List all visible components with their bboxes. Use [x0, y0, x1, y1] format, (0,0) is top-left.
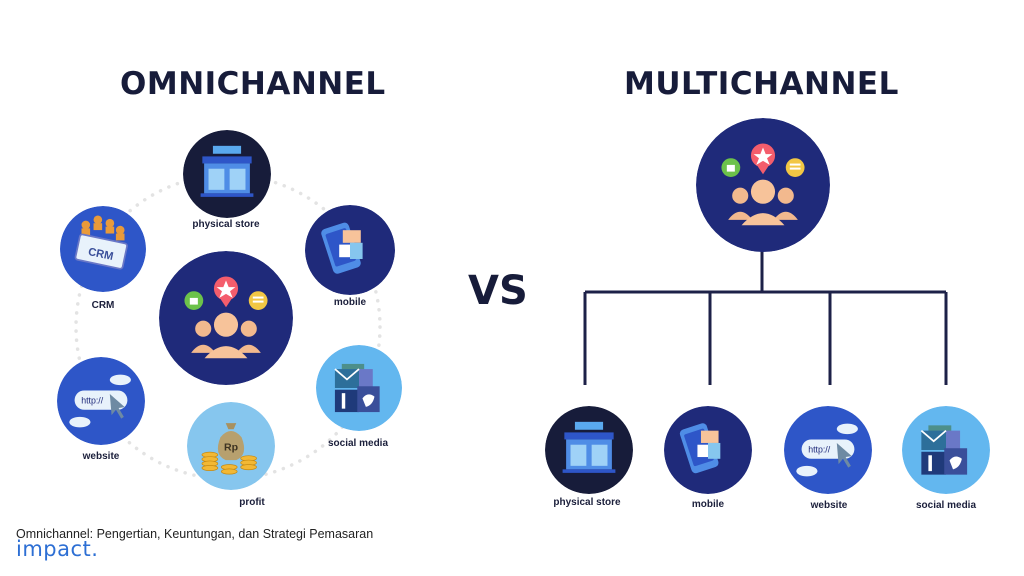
impact-logo: impact.	[16, 537, 99, 561]
multi-customers-hub	[696, 118, 830, 252]
multi-social-media-node	[902, 406, 990, 494]
crm-text: CRM	[87, 246, 114, 263]
mobile-phone-icon	[305, 205, 395, 295]
omni-mobile-label: mobile	[333, 297, 367, 308]
omni-physical-store-label: physical store	[192, 219, 260, 230]
crm-icon: CRM	[60, 206, 146, 292]
multi-mobile-label: mobile	[691, 499, 725, 510]
omni-profit-label: profit	[239, 497, 265, 508]
customers-icon	[159, 251, 293, 385]
omni-social-media-node	[316, 345, 402, 431]
multi-website-label: website	[810, 500, 848, 511]
multichannel-title: MULTICHANNEL	[624, 66, 899, 102]
social-media-icon	[902, 406, 990, 494]
storefront-icon	[183, 130, 271, 218]
mobile-phone-icon	[664, 406, 752, 494]
omni-profit-node: Rp	[187, 402, 275, 490]
omni-crm-label: CRM	[91, 300, 115, 311]
customers-icon	[696, 118, 830, 252]
browser-url-icon: http://	[57, 357, 145, 445]
omni-website-node: http://	[57, 357, 145, 445]
omni-crm-node: CRM	[60, 206, 146, 292]
multi-physical-store-label: physical store	[553, 497, 621, 508]
omni-mobile-node	[305, 205, 395, 295]
omni-website-label: website	[82, 451, 120, 462]
url-text: http://	[81, 396, 104, 406]
social-media-icon	[316, 345, 402, 431]
omni-customers-hub	[159, 251, 293, 385]
footer-caption: Omnichannel: Pengertian, Keuntungan, dan…	[16, 527, 374, 541]
url-text: http://	[808, 445, 831, 455]
multi-physical-store-node	[545, 406, 633, 494]
multi-website-node: http://	[784, 406, 872, 494]
omnichannel-title: OMNICHANNEL	[120, 66, 386, 102]
money-bag-icon: Rp	[187, 402, 275, 490]
vs-label: VS	[468, 268, 528, 314]
omni-social-media-label: social media	[327, 438, 389, 449]
multi-mobile-node	[664, 406, 752, 494]
storefront-icon	[545, 406, 633, 494]
currency-text: Rp	[224, 441, 239, 453]
multi-social-media-label: social media	[915, 500, 977, 511]
browser-url-icon: http://	[784, 406, 872, 494]
omni-physical-store-node	[183, 130, 271, 218]
